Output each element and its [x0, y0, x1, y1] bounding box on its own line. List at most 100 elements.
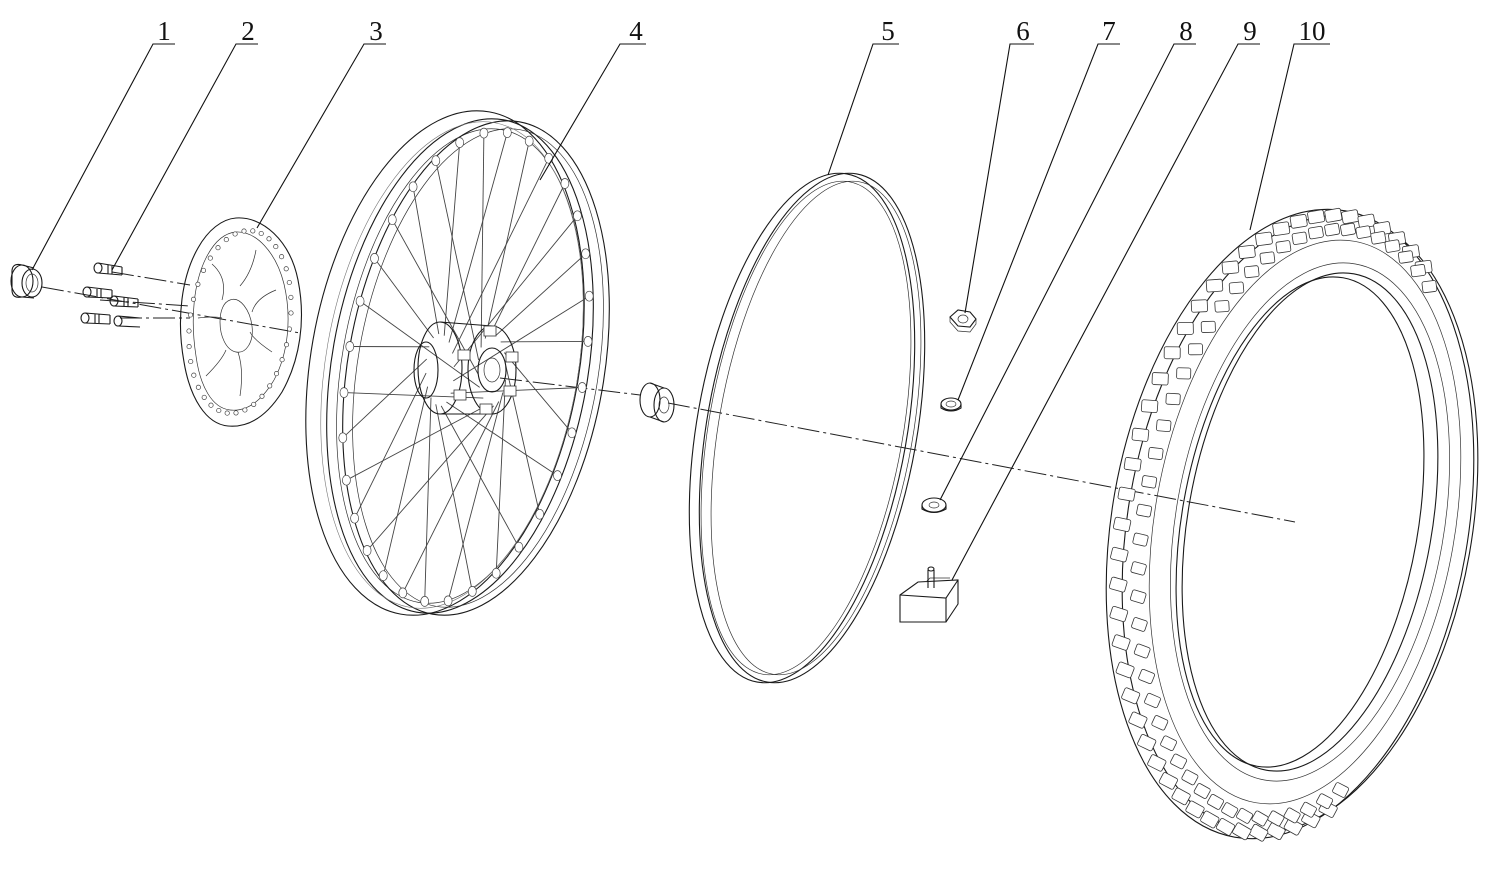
- callout-5: 5: [881, 16, 895, 46]
- tread-block: [1289, 214, 1308, 229]
- tread-block: [1123, 457, 1142, 472]
- tread-block: [1147, 447, 1164, 460]
- spoke-nipple: [583, 336, 593, 347]
- disc-hole: [279, 357, 285, 363]
- disc-hole: [286, 279, 292, 286]
- spoke-nipple: [408, 181, 418, 193]
- tread-block: [1109, 605, 1129, 623]
- spoke-nipple: [443, 595, 453, 607]
- tread-block: [1151, 372, 1169, 386]
- tread-block: [1176, 321, 1194, 336]
- disc-hole: [250, 228, 256, 234]
- tread-block: [1137, 734, 1157, 752]
- part-6-valve-nut: [949, 309, 977, 333]
- spoke: [366, 405, 494, 551]
- tread-block: [1272, 221, 1291, 236]
- spoke-nipple: [378, 570, 388, 582]
- spoke: [440, 405, 520, 548]
- tread-block: [1190, 299, 1208, 313]
- tread-block: [1170, 753, 1188, 770]
- spoke-nipple: [345, 341, 355, 352]
- disc-hole: [195, 384, 201, 390]
- spoke: [443, 142, 461, 336]
- tread-block: [1307, 209, 1326, 225]
- tread-block: [1275, 240, 1292, 254]
- disc-hole: [190, 296, 197, 302]
- disc-hole: [186, 344, 192, 350]
- tread-block: [1236, 807, 1254, 824]
- tread-block: [1108, 576, 1128, 593]
- tread-block: [1111, 634, 1131, 651]
- bolt: [113, 315, 141, 328]
- tread-block: [1249, 823, 1269, 842]
- disc-hole: [200, 267, 207, 273]
- part-8-washer: [921, 497, 947, 514]
- disc-hole: [267, 383, 273, 389]
- bolt: [82, 286, 113, 299]
- spoke-nipple: [355, 295, 365, 307]
- wheel-hub: [413, 321, 519, 415]
- disc-hole: [288, 310, 294, 316]
- spoke: [495, 379, 506, 574]
- part-5-rim-tape: [688, 172, 926, 684]
- disc-hole: [201, 394, 207, 400]
- spoke-nipple: [342, 474, 351, 486]
- disc-hole: [191, 372, 197, 378]
- tread-block: [1332, 782, 1350, 798]
- tread-block: [1384, 239, 1401, 253]
- disc-hole: [288, 294, 294, 300]
- callout-8: 8: [1179, 16, 1193, 46]
- tread-block: [1133, 643, 1151, 659]
- spoke: [402, 401, 500, 594]
- part-9-rim-lock: [899, 566, 959, 623]
- tread-block: [1221, 802, 1239, 819]
- tread-block: [1251, 810, 1269, 827]
- disc-hole: [186, 328, 192, 334]
- center-axis: [41, 271, 1296, 523]
- spoke-nipple: [398, 587, 408, 599]
- spoke: [435, 404, 473, 592]
- spoke: [453, 295, 590, 382]
- spoke-nipple: [584, 290, 594, 302]
- callout-9: 9: [1243, 16, 1257, 46]
- tread-block: [1188, 343, 1203, 356]
- tread-block: [1370, 231, 1387, 245]
- tread-block: [1140, 399, 1159, 414]
- spoke-nipple: [544, 152, 554, 164]
- spoke: [382, 386, 429, 576]
- bolt: [93, 262, 123, 276]
- tread-block: [1214, 300, 1230, 313]
- spoke-nipple: [362, 545, 372, 556]
- tread-block: [1117, 486, 1136, 502]
- spoke: [495, 253, 586, 336]
- spoke: [446, 401, 558, 476]
- tread-block: [1181, 769, 1199, 786]
- disc-hole: [224, 410, 230, 416]
- tread-block: [1299, 801, 1317, 818]
- part-1-spacer: [10, 263, 43, 299]
- spoke-nipple: [455, 137, 465, 148]
- tread-block: [1340, 222, 1356, 237]
- disc-hole: [266, 236, 272, 242]
- tread-block: [1131, 617, 1148, 632]
- tread-block: [1163, 346, 1181, 360]
- tread-block: [1171, 787, 1191, 806]
- spoke: [354, 372, 427, 519]
- disc-hole: [273, 244, 279, 250]
- spoke: [412, 186, 440, 335]
- tread-block: [1283, 807, 1301, 824]
- tread-block: [1307, 225, 1324, 240]
- spoke: [359, 300, 480, 388]
- tread-block: [1128, 711, 1148, 729]
- part-10-tyre: [1105, 207, 1479, 842]
- tread-block: [1291, 231, 1308, 245]
- callout-3: 3: [369, 16, 383, 46]
- disc-hole: [223, 237, 229, 243]
- spoke-nipple: [573, 210, 582, 222]
- tread-block: [1200, 320, 1216, 333]
- spoke-nipple: [370, 253, 379, 264]
- spoke: [447, 392, 504, 602]
- spoke-nipple: [567, 427, 577, 439]
- tread-block: [1151, 715, 1169, 731]
- tread-block: [1324, 207, 1343, 223]
